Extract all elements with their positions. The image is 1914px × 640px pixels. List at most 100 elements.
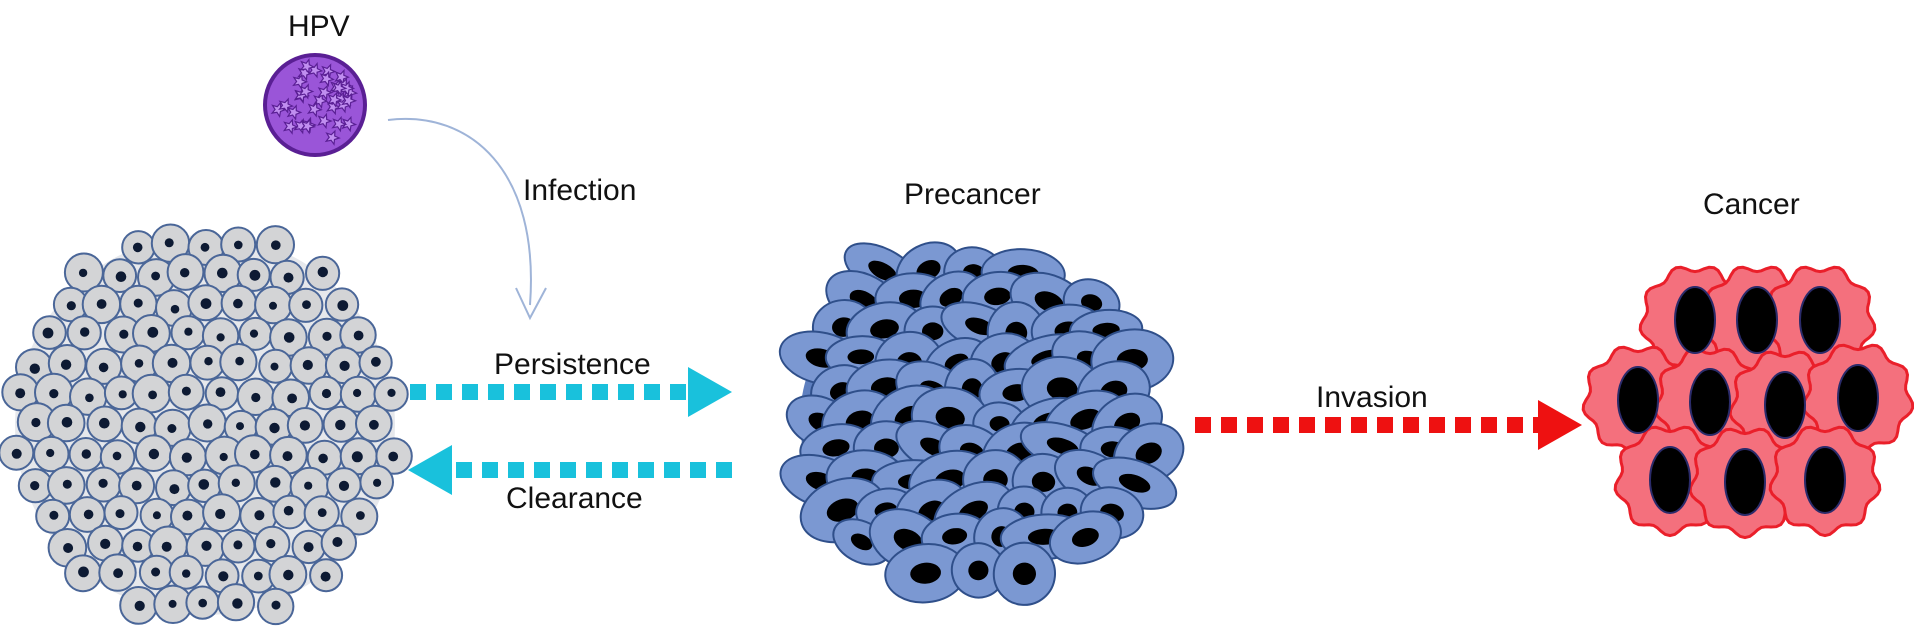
normal-nucleus [113, 568, 123, 579]
normal-nucleus [62, 479, 72, 489]
precancer-nucleus [1046, 377, 1078, 401]
normal-nucleus [83, 509, 94, 520]
normal-nucleus [219, 452, 228, 462]
normal-nucleus [200, 298, 212, 309]
cancer-tissue-icon [1581, 265, 1914, 540]
normal-nucleus [167, 424, 177, 433]
cancer-nucleus [1724, 448, 1766, 516]
normal-nucleus [49, 389, 59, 399]
normal-nucleus [283, 332, 295, 343]
normal-nucleus [353, 388, 362, 398]
normal-nucleus [78, 268, 88, 278]
cancer-nucleus [1617, 366, 1659, 434]
normal-nucleus [134, 600, 145, 612]
normal-nucleus [271, 600, 281, 610]
normal-nucleus [42, 327, 54, 339]
normal-nucleus [81, 449, 92, 459]
normal-nucleus [356, 511, 365, 520]
normal-nucleus [321, 388, 332, 399]
normal-nucleus [182, 569, 191, 578]
normal-nucleus [338, 480, 350, 491]
cancer-nucleus [1689, 368, 1731, 436]
normal-nucleus [216, 333, 225, 342]
normal-nucleus [251, 392, 261, 403]
normal-nucleus [11, 448, 22, 459]
precancer-nucleus [847, 349, 875, 365]
normal-nucleus [164, 238, 174, 248]
normal-nucleus [180, 268, 190, 278]
normal-nucleus [60, 359, 72, 370]
normal-nucleus [169, 484, 180, 495]
normal-nucleus [318, 453, 328, 464]
precancer-nucleus [868, 260, 897, 282]
infection-label: Infection [523, 174, 637, 207]
capsomere [298, 83, 315, 100]
normal-nucleus [152, 511, 161, 520]
normal-nucleus [317, 508, 327, 517]
normal-nucleus [198, 598, 207, 608]
cancer-nucleus [1736, 286, 1778, 354]
persistence-arrowhead [688, 367, 732, 417]
normal-nucleus [135, 421, 146, 433]
normal-nucleus [373, 478, 382, 487]
capsomere [317, 112, 333, 130]
normal-nucleus [254, 510, 265, 521]
normal-nucleus [335, 419, 346, 431]
normal-nucleus [148, 448, 160, 460]
precancer-nucleus [968, 560, 989, 581]
normal-nucleus [46, 448, 55, 458]
cancer-nucleus [1799, 286, 1841, 354]
normal-nucleus [181, 452, 192, 463]
normal-nucleus [170, 304, 180, 314]
normal-nucleus [100, 538, 111, 550]
normal-nucleus [98, 362, 109, 373]
normal-nucleus [233, 540, 243, 550]
normal-nucleus [304, 481, 313, 490]
normal-nucleus [203, 419, 213, 429]
normal-nucleus [235, 356, 244, 366]
normal-nucleus [201, 540, 212, 551]
normal-nucleus [282, 451, 293, 462]
precancer-nucleus [1012, 562, 1036, 586]
normal-nucleus [236, 422, 244, 431]
normal-nucleus [98, 478, 108, 488]
normal-nucleus [204, 357, 213, 366]
normal-nucleus [231, 478, 240, 487]
normal-nucleus [61, 417, 73, 428]
normal-nucleus [283, 569, 294, 581]
arrows-layer [387, 117, 1582, 495]
precancer-nucleus [1031, 471, 1056, 492]
precancer-nucleus [1118, 473, 1151, 493]
precancer-nucleus [935, 406, 965, 429]
invasion-arrowhead [1538, 400, 1582, 450]
normal-nucleus [234, 240, 243, 250]
normal-nucleus [232, 598, 243, 609]
capsomere [318, 70, 335, 88]
normal-nucleus [78, 566, 89, 578]
capsomere [326, 91, 343, 108]
normal-nucleus [151, 271, 161, 281]
normal-nucleus [339, 360, 350, 371]
normal-nucleus [270, 477, 281, 488]
normal-nucleus [253, 571, 263, 581]
invasion-label: Invasion [1316, 381, 1428, 414]
normal-nucleus [132, 541, 143, 552]
normal-nucleus [198, 479, 210, 490]
capsomere [341, 92, 358, 110]
precancer-nucleus [850, 533, 873, 551]
normal-nucleus [215, 508, 226, 520]
capsomere [331, 115, 348, 133]
capsomere [299, 57, 316, 75]
normal-nucleus [215, 387, 226, 397]
capsomere [282, 118, 299, 135]
normal-nucleus [131, 480, 142, 491]
normal-nucleus [266, 539, 276, 549]
normal-nucleus [351, 451, 363, 463]
normal-nucleus [161, 541, 172, 552]
normal-nucleus [132, 242, 143, 253]
precancer-tissue-icon [778, 241, 1185, 606]
normal-nucleus [233, 298, 243, 309]
normal-nucleus [200, 242, 210, 252]
precancer-nucleus [984, 287, 1011, 306]
normal-epithelium-icon [0, 223, 413, 626]
